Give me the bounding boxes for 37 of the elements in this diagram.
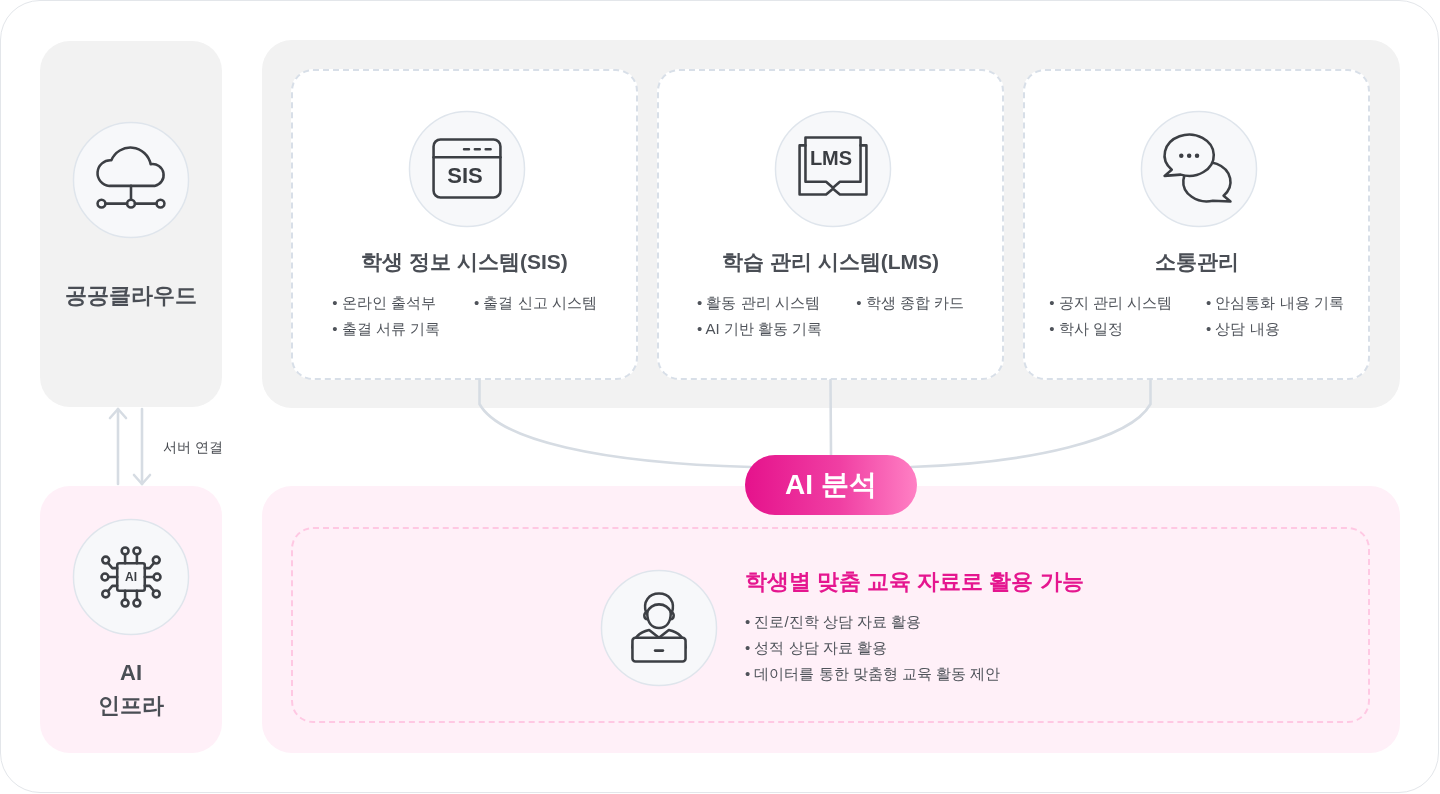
bullet-item: • 활동 관리 시스템 bbox=[697, 293, 820, 313]
feature-heading: 학생별 맞춤 교육 자료로 활용 가능 bbox=[745, 568, 1084, 596]
section-panel bbox=[262, 40, 1400, 408]
system-card bbox=[1023, 69, 1370, 380]
card-title: 학생 정보 시스템(SIS) bbox=[361, 249, 568, 275]
system-card bbox=[291, 69, 638, 380]
bullet-item: • 공지 관리 시스템 bbox=[1049, 293, 1172, 313]
system-card bbox=[657, 69, 1004, 380]
connector-line bbox=[909, 378, 1152, 469]
bullet-item: • 성적 상담 자료 활용 bbox=[745, 638, 887, 658]
icon-label: SIS bbox=[447, 165, 483, 187]
bullet-item: • 출결 신고 시스템 bbox=[474, 293, 597, 313]
bullet-item: • 출결 서류 기록 bbox=[332, 319, 440, 339]
bullet-item: • 안심통화 내용 기록 bbox=[1206, 293, 1344, 313]
side-panel bbox=[40, 486, 222, 753]
panel-title: AI 인프라 bbox=[97, 659, 165, 720]
card-title: 소통관리 bbox=[1154, 249, 1239, 275]
outcome-card bbox=[291, 527, 1370, 723]
highlight-pill bbox=[745, 455, 917, 515]
panel-title: 공공클라우드 bbox=[65, 282, 197, 310]
pill-label: AI 분석 bbox=[785, 468, 877, 502]
arrow bbox=[108, 407, 128, 486]
bullet-item: • 온라인 출석부 bbox=[332, 293, 436, 313]
bullet-item: • AI 기반 활동 기록 bbox=[697, 319, 823, 339]
bullet-item: • 진로/진학 상담 자료 활용 bbox=[745, 612, 922, 632]
bullet-item: • 데이터를 통한 맞춤형 교육 활동 제안 bbox=[745, 664, 1001, 684]
bullet-item: • 상담 내용 bbox=[1206, 319, 1280, 339]
connector-line bbox=[478, 378, 753, 469]
edge-label: 서버 연결 bbox=[161, 438, 225, 456]
card-title: 학습 관리 시스템(LMS) bbox=[722, 249, 939, 275]
icon-label: AI bbox=[125, 571, 137, 583]
icon-label: LMS bbox=[809, 148, 853, 168]
bullet-item: • 학사 일정 bbox=[1049, 319, 1123, 339]
arrow bbox=[132, 407, 152, 486]
side-panel bbox=[40, 41, 222, 407]
connector-line bbox=[829, 378, 833, 457]
bullet-item: • 학생 종합 카드 bbox=[856, 293, 964, 313]
